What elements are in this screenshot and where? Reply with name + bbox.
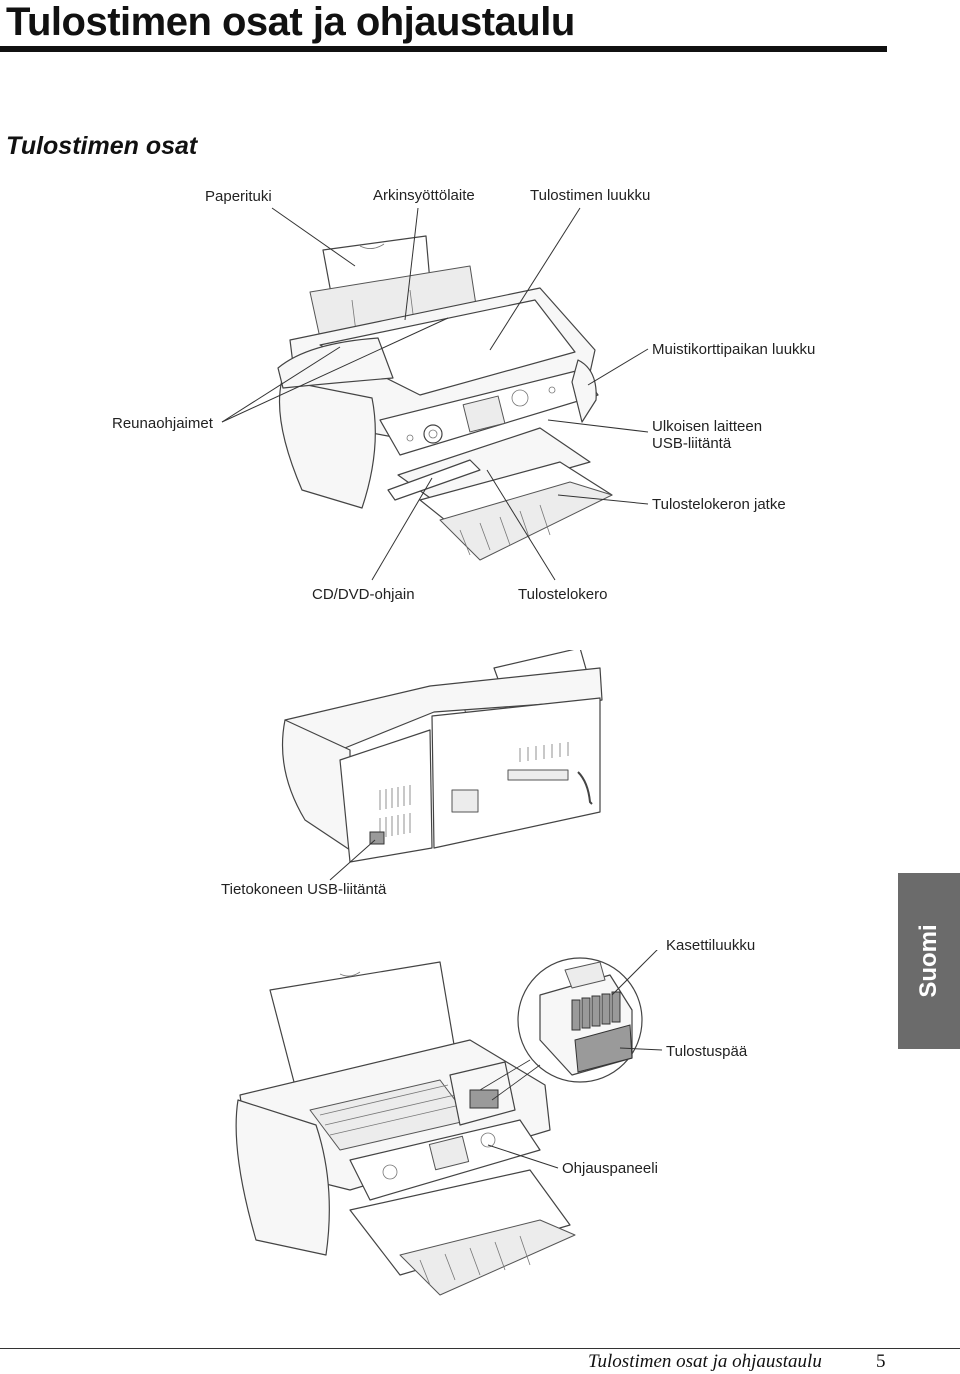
language-tab-label: Suomi: [915, 924, 942, 998]
label-printer-cover: Tulostimen luukku: [530, 187, 651, 204]
label-sheet-feeder: Arkinsyöttölaite: [373, 187, 475, 204]
printer-open-illustration: [0, 950, 960, 1300]
footer-rule: [0, 1348, 960, 1349]
label-cd-dvd-guide: CD/DVD-ohjain: [312, 586, 415, 603]
section-title: Tulostimen osat: [6, 132, 198, 160]
page-number: 5: [876, 1351, 886, 1372]
label-output-tray-extension: Tulostelokeron jatke: [652, 496, 786, 513]
label-external-usb-line1: Ulkoisen laitteen: [652, 418, 763, 435]
printer-front-illustration: [0, 200, 960, 600]
label-output-tray: Tulostelokero: [518, 586, 608, 603]
title-rule: [0, 46, 887, 52]
label-control-panel: Ohjauspaneeli: [562, 1160, 658, 1177]
label-computer-usb: Tietokoneen USB-liitäntä: [221, 881, 387, 898]
printer-rear-illustration: [0, 650, 960, 890]
page-title: Tulostimen osat ja ohjaustaulu: [6, 0, 575, 44]
label-external-usb-line2: USB-liitäntä: [652, 435, 732, 452]
label-print-head: Tulostuspää: [666, 1043, 748, 1060]
label-paper-support: Paperituki: [205, 188, 272, 205]
language-tab: Suomi: [898, 873, 960, 1049]
label-cartridge-cover: Kasettiluukku: [666, 937, 756, 954]
footer-title: Tulostimen osat ja ohjaustaulu: [588, 1351, 822, 1372]
label-memory-card-cover: Muistikorttipaikan luukku: [652, 341, 816, 358]
label-edge-guides: Reunaohjaimet: [112, 415, 213, 432]
